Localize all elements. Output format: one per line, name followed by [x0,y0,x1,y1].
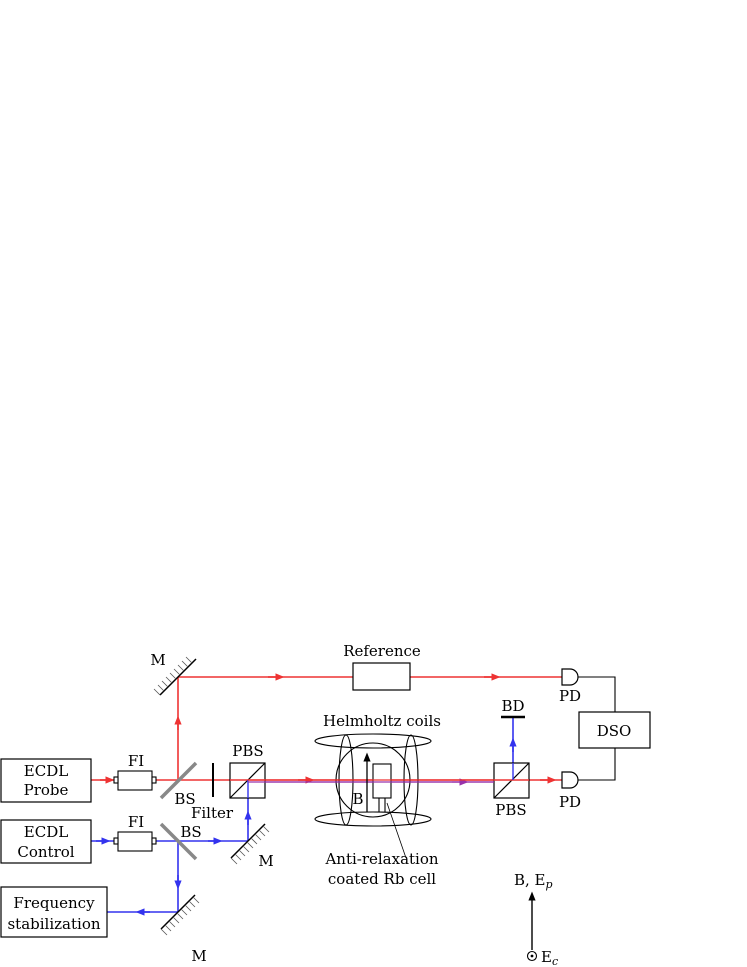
mirror-bottom-label: M [191,947,206,965]
mirror-bottom [160,894,200,936]
pd-top-label: PD [559,687,581,705]
pbs-left-label: PBS [232,742,263,760]
fi-control-port-left [113,837,119,845]
pd-bottom-detector [561,771,579,789]
dso-label: DSO [597,722,632,740]
rb-cell-body [372,763,392,799]
legend-e-text: E [541,948,552,966]
freq-stab-label-1: Frequency [13,894,95,912]
hatch [242,845,250,853]
bs-probe-label: BS [174,790,195,808]
hatch [173,668,181,676]
mirror-top-hatch [153,656,193,696]
mirror-bottom-hatch [160,896,200,936]
bd-label: BD [501,697,524,715]
bs-probe-plate [159,761,198,800]
mirror-bottom-surface [160,894,196,930]
hatch [188,900,196,908]
hatch [234,853,242,861]
cell-label-1: Anti-relaxation [324,850,438,868]
hatch [176,912,184,920]
hatch [169,672,177,680]
reference-label: Reference [343,642,421,660]
hatch [184,904,192,912]
pd-top-detector [561,668,579,686]
hatch [168,920,176,928]
fi-control-port-right [151,837,157,845]
filter-label: Filter [191,804,234,822]
fi-probe-port-right [151,776,157,784]
ecdl-control-label-2: Control [17,843,74,861]
ecdl-control-box [0,819,92,864]
hatch [161,680,169,688]
mirror-mid-label: M [258,852,273,870]
mirror-mid [230,823,270,865]
pbs-right-label: PBS [495,801,526,819]
fi-probe-port-left [113,776,119,784]
hatch [254,833,262,841]
ecdl-probe-box [0,758,92,803]
coil-bottom [314,811,432,827]
bs-control-label: BS [180,823,201,841]
hatch [157,684,165,692]
hatch [258,829,266,837]
mirror-top-label: M [150,651,165,669]
legend-b-sub: p [546,878,553,891]
hatch [153,688,161,696]
legend-e-dot [530,954,534,958]
hatch [180,908,188,916]
hatch [172,916,180,924]
ecdl-probe-label-2: Probe [24,781,69,799]
helmholtz-label: Helmholtz coils [323,712,441,730]
control-beam [91,717,517,916]
pd-bottom-label: PD [559,793,581,811]
hatch [250,837,258,845]
helmholtz-coils [314,733,432,827]
legend-b-text: B, E [514,871,546,889]
fi-probe-body [117,770,153,791]
mirror-mid-surface [230,823,266,859]
hatch [262,825,270,833]
fi-probe-label: FI [128,752,144,770]
hatch [165,676,173,684]
mirror-top [153,656,197,696]
wire-pd-top-dso [578,676,616,712]
b-field-label: B [352,790,363,808]
hatch [238,849,246,857]
hatch [164,924,172,932]
legend-e-label: Ec [541,948,558,967]
hatch [181,660,189,668]
hatch [177,664,185,672]
reference-cell-box [352,662,411,691]
cell-leader-line [386,802,407,859]
fi-control [113,831,157,852]
fi-control-label: FI [128,813,144,831]
hatch [160,928,168,936]
hatch [246,841,254,849]
wire-pd-bottom-dso [578,748,616,781]
cell-label-2: coated Rb cell [328,870,436,888]
frequency-stabilization-box [0,886,108,938]
ecdl-control-label-1: ECDL [24,823,68,841]
legend-b-label: B, Ep [514,871,553,891]
coil-top [314,733,432,749]
legend-e-sub: c [552,955,558,967]
freq-stab-label-2: stabilization [7,915,100,933]
fi-probe [113,770,157,791]
hatch [185,656,193,664]
hatch [230,857,238,865]
hatch [192,896,200,904]
mirror-top-surface [159,658,197,696]
bs-control-plate [159,822,198,861]
ecdl-probe-label-1: ECDL [24,762,68,780]
fi-control-body [117,831,153,852]
mirror-mid-hatch [230,825,270,865]
